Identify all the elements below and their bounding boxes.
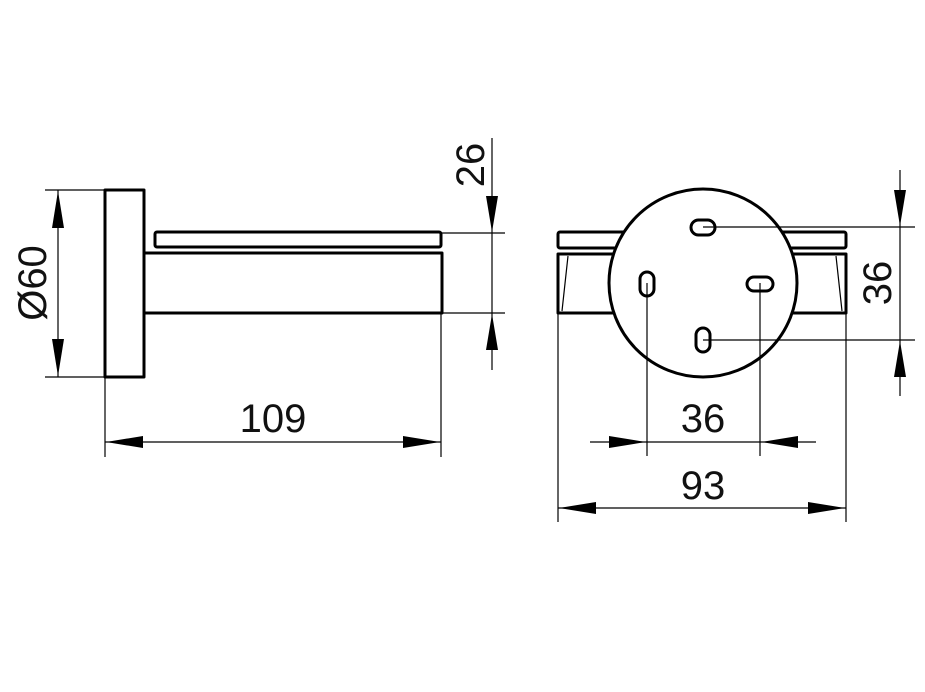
diameter-label: Ø60 [11,245,55,321]
length-dimension: 109 [104,313,442,457]
diameter-dimension: Ø60 [11,189,105,378]
arrow-left-icon [761,436,798,448]
arrow-down-icon [486,196,498,232]
side-view: Ø60 26 109 [11,138,505,457]
arrow-right-icon [609,436,646,448]
front-view: 36 36 93 [556,170,915,522]
arrow-left-icon [106,436,143,448]
vertical-hole-spacing-dimension: 36 [703,170,915,396]
arrow-right-icon [403,436,440,448]
height-dimension: 26 [441,138,505,370]
height-label: 26 [449,143,493,188]
arrow-down-icon [894,190,906,226]
arrow-down-icon [52,339,64,376]
wall-plate [103,188,146,379]
width-label: 93 [681,464,726,508]
arrow-right-icon [808,502,845,514]
arrow-up-icon [52,191,64,228]
vertical-spacing-label: 36 [856,261,900,306]
arrow-up-icon [894,341,906,377]
length-label: 109 [240,397,307,441]
tray-body [142,251,444,315]
wall-plate-disc [607,187,799,379]
tray-top [153,230,443,249]
horizontal-hole-spacing-dimension: 36 [590,283,816,456]
arrow-left-icon [559,502,596,514]
width-dimension: 93 [557,313,847,522]
arrow-up-icon [486,314,498,350]
horizontal-spacing-label: 36 [681,397,726,441]
